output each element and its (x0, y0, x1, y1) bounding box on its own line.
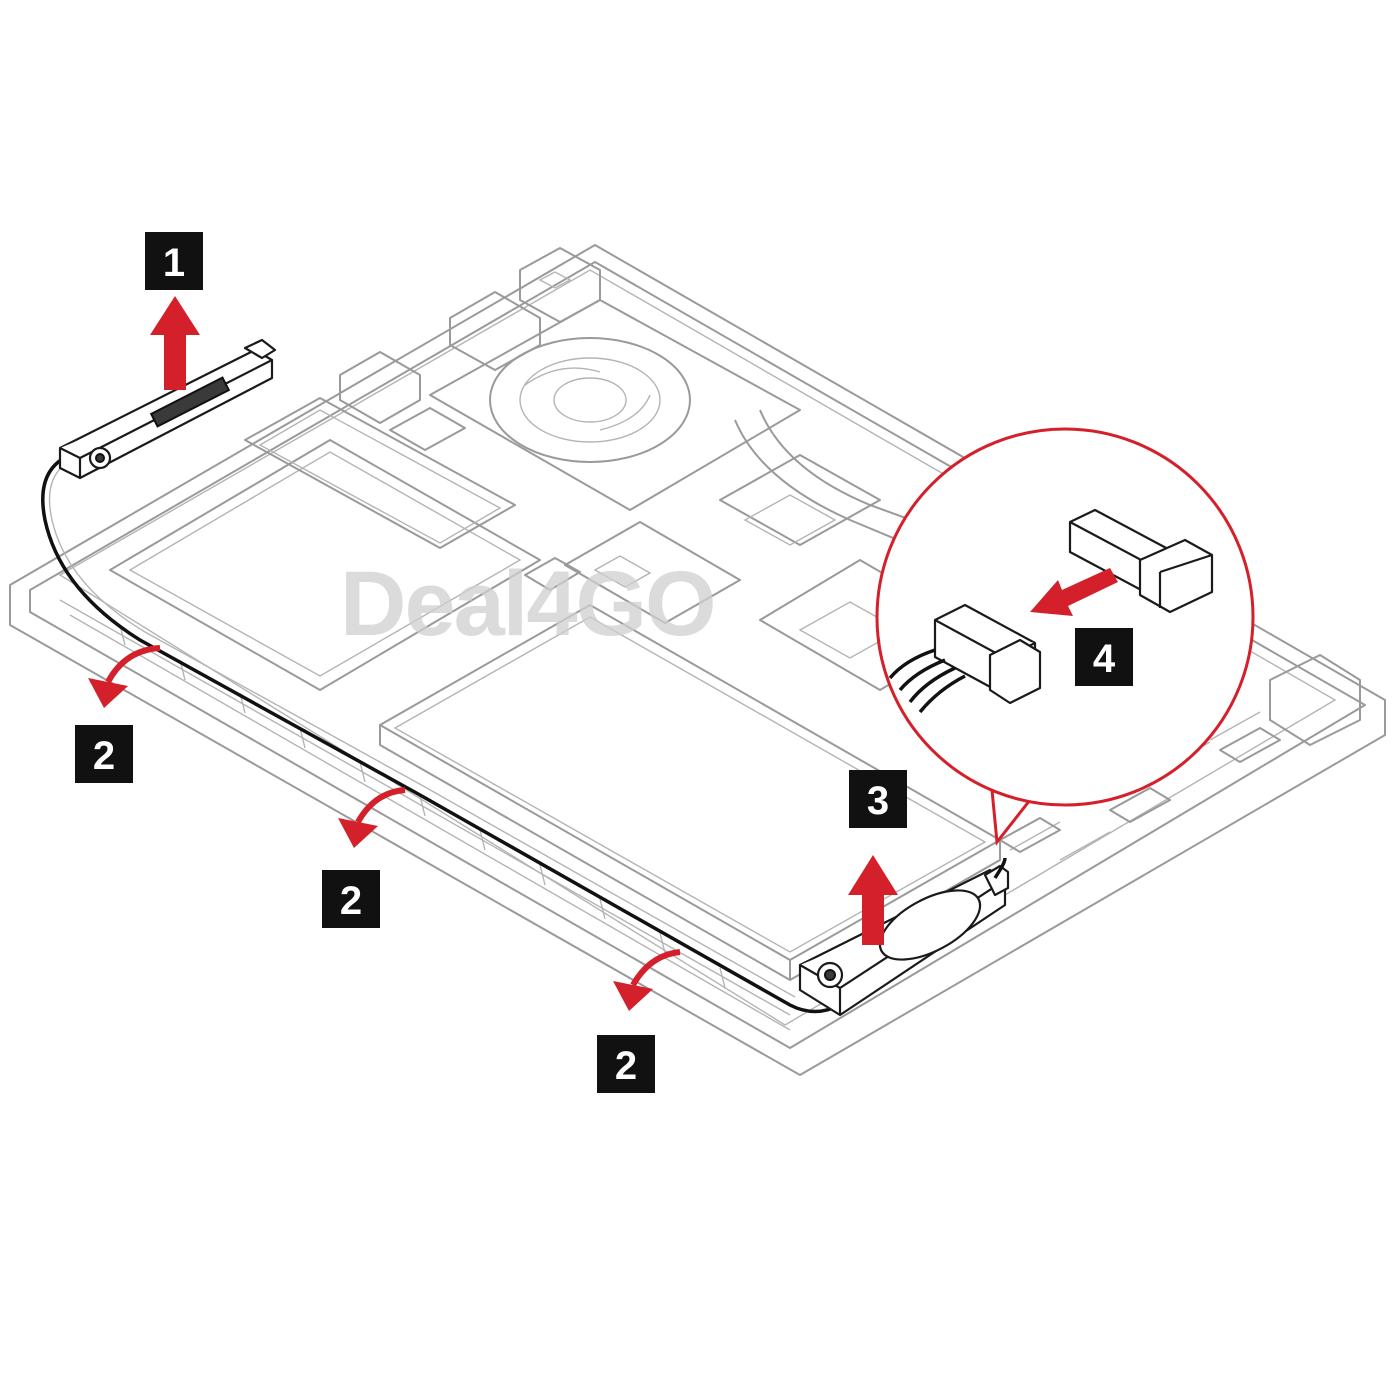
cable-plug (888, 603, 1042, 714)
svg-text:2: 2 (615, 1044, 637, 1088)
top-connectors (339, 291, 541, 451)
up-arrow-icon (150, 296, 200, 390)
svg-text:2: 2 (340, 879, 362, 923)
step-badge-1: 1 (145, 232, 203, 290)
m2-card-area (524, 454, 881, 624)
step-badge-3: 3 (849, 770, 907, 828)
curved-arrow-icon (338, 787, 406, 848)
svg-text:4: 4 (1093, 637, 1116, 681)
svg-text:3: 3 (867, 779, 889, 823)
step-badge-2b: 2 (322, 870, 380, 928)
speaker-cable (41, 453, 841, 1014)
up-arrow-icon (848, 855, 898, 945)
step-badge-2a: 2 (75, 725, 133, 783)
left-speaker (58, 338, 277, 480)
curved-arrow-icon (613, 949, 681, 1011)
step-badge-4: 4 (1075, 628, 1133, 686)
cooling-fan (429, 299, 801, 511)
curved-arrow-icon (88, 645, 161, 708)
svg-text:1: 1 (163, 241, 185, 285)
bottom-edge-ribs (59, 599, 1281, 1031)
step-badge-2c: 2 (597, 1035, 655, 1093)
heat-pipe (734, 409, 926, 546)
connector-socket (1068, 508, 1214, 614)
drive-bay (109, 397, 541, 691)
magnify-callout-icon (875, 427, 1255, 846)
left-arrow-icon (1030, 568, 1118, 616)
svg-text:2: 2 (93, 734, 115, 778)
watermark: Deal4GO (340, 553, 715, 655)
right-speaker (798, 857, 1010, 1017)
